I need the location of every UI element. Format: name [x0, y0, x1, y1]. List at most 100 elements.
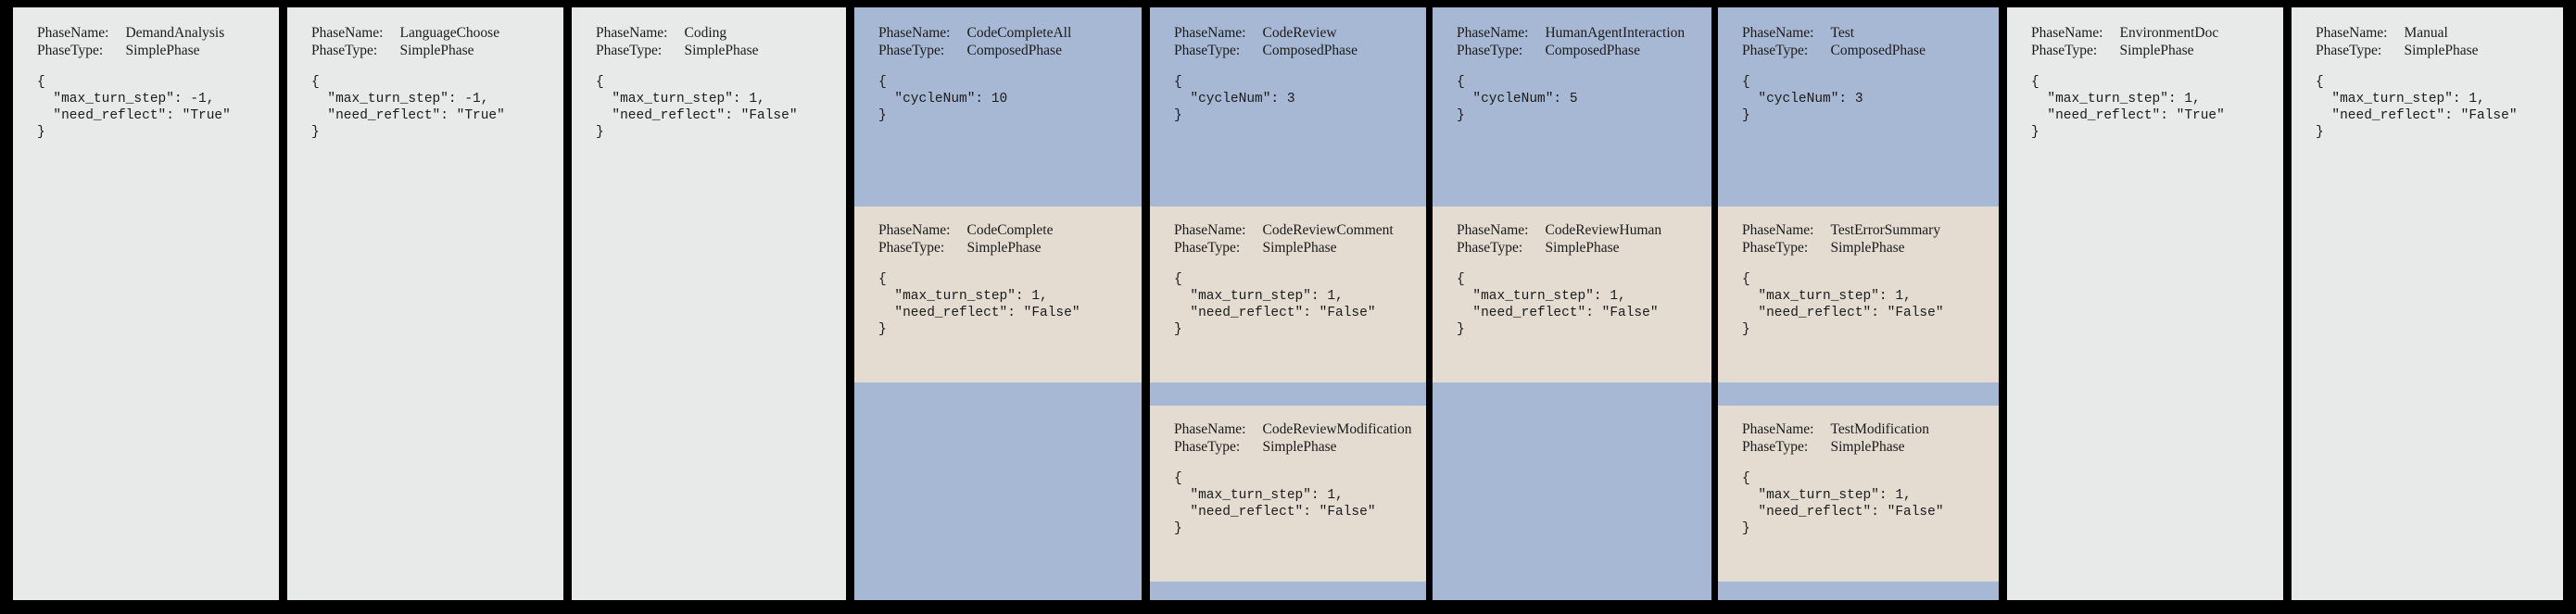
panel-divider [2283, 7, 2292, 600]
phase-name-label: PhaseName: [878, 222, 951, 238]
phase-name-value: TestErrorSummary [1830, 222, 1941, 238]
phase-name-label: PhaseName: [37, 25, 109, 41]
phase-config-json: { "max_turn_step": 1, "need_reflect": "F… [1742, 272, 1944, 337]
phase-config-json: { "max_turn_step": -1, "need_reflect": "… [311, 75, 505, 140]
panel-divider [846, 7, 854, 600]
phase-type-value: ComposedPhase [1830, 43, 1926, 58]
phase-name-row: PhaseName:Coding [596, 24, 759, 42]
phase-name-row: PhaseName: Manual [2316, 24, 2479, 42]
phase-type-value: ComposedPhase [1545, 43, 1640, 58]
phase-name-row: PhaseName:CodeReviewModification [1174, 420, 1411, 438]
phase-type-label: PhaseType: [596, 43, 663, 58]
phase-name-value: Manual [2404, 25, 2448, 41]
phase-name-value: EnvironmentDoc [2119, 25, 2219, 41]
phase-config-json: { "cycleNum": 3 } [1742, 75, 1863, 123]
phase-name-label: PhaseName: [1742, 25, 1814, 41]
phase-config-json: { "max_turn_step": 1, "need_reflect": "T… [2031, 75, 2225, 140]
phase-type-value: SimplePhase [1262, 240, 1337, 256]
phase-name-value: CodeReviewComment [1262, 222, 1394, 238]
phase-config-json: { "cycleNum": 3 } [1174, 75, 1295, 123]
phase-type-value: SimplePhase [125, 43, 200, 58]
phase-name-row: PhaseName:EnvironmentDoc [2031, 24, 2218, 42]
phase-name-value: Coding [684, 25, 727, 41]
phase-name-value: HumanAgentInteraction [1545, 25, 1686, 41]
phase-name-row: PhaseName: CodeReviewHuman [1457, 221, 1661, 239]
phase-type-label: PhaseType: [1457, 43, 1523, 58]
phase-type-value: SimplePhase [684, 43, 759, 58]
phase-type-value: SimplePhase [1545, 240, 1620, 256]
phase-type-label: PhaseType: [2316, 43, 2382, 58]
figure-left-margin [0, 7, 13, 600]
phase-type-row: PhaseType: ComposedPhase [1742, 42, 1926, 59]
panel-divider [279, 7, 287, 600]
phase-name-label: PhaseName: [2316, 25, 2388, 41]
phase-name-row: PhaseName:TestModification [1742, 420, 1929, 438]
phase-name-row: PhaseName: Test [1742, 24, 1926, 42]
phase-config-json: { "max_turn_step": 1, "need_reflect": "F… [1457, 272, 1659, 337]
phase-type-row: PhaseType:ComposedPhase [1174, 42, 1357, 59]
phase-config-json: { "cycleNum": 5 } [1457, 75, 1578, 123]
phase-name-row: PhaseName:TestErrorSummary [1742, 221, 1940, 239]
phase-type-label: PhaseType: [1174, 240, 1241, 256]
phase-type-value: SimplePhase [399, 43, 474, 58]
phase-type-row: PhaseType:SimplePhase [1742, 239, 1940, 257]
phase-name-value: TestModification [1830, 421, 1930, 437]
phase-type-row: PhaseType: ComposedPhase [878, 42, 1071, 59]
phase-type-value: SimplePhase [966, 240, 1042, 256]
phase-name-row: PhaseName:CodeCompleteAll [878, 24, 1071, 42]
phase-type-row: PhaseType:SimplePhase [311, 42, 499, 59]
phase-type-value: ComposedPhase [966, 43, 1062, 58]
phase-type-label: PhaseType: [1742, 439, 1809, 455]
phase-type-row: PhaseType:SimplePhase [2316, 42, 2479, 59]
phase-name-row: PhaseName:CodeReviewComment [1174, 221, 1394, 239]
phase-name-label: PhaseName: [1457, 222, 1529, 238]
phase-config-json: { "max_turn_step": 1, "need_reflect": "F… [1174, 471, 1376, 536]
phase-name-value: CodeReviewHuman [1545, 222, 1662, 238]
phase-type-label: PhaseType: [1174, 439, 1241, 455]
phase-type-label: PhaseType: [878, 43, 945, 58]
phase-name-value: CodeComplete [966, 222, 1054, 238]
phase-type-label: PhaseType: [2031, 43, 2098, 58]
phase-name-row: PhaseName:LanguageChoose [311, 24, 499, 42]
phase-name-label: PhaseName: [1457, 25, 1529, 41]
phase-type-row: PhaseType: SimplePhase [1174, 239, 1394, 257]
phase-type-row: PhaseType:SimplePhase [878, 239, 1053, 257]
phase-type-label: PhaseType: [1742, 240, 1809, 256]
phase-name-value: Test [1830, 25, 1855, 41]
phase-type-label: PhaseType: [1742, 43, 1809, 58]
phase-type-row: PhaseType:SimplePhase [1457, 239, 1661, 257]
phase-type-row: PhaseType:SimplePhase [1174, 438, 1411, 456]
phase-type-row: PhaseType:SimplePhase [37, 42, 224, 59]
